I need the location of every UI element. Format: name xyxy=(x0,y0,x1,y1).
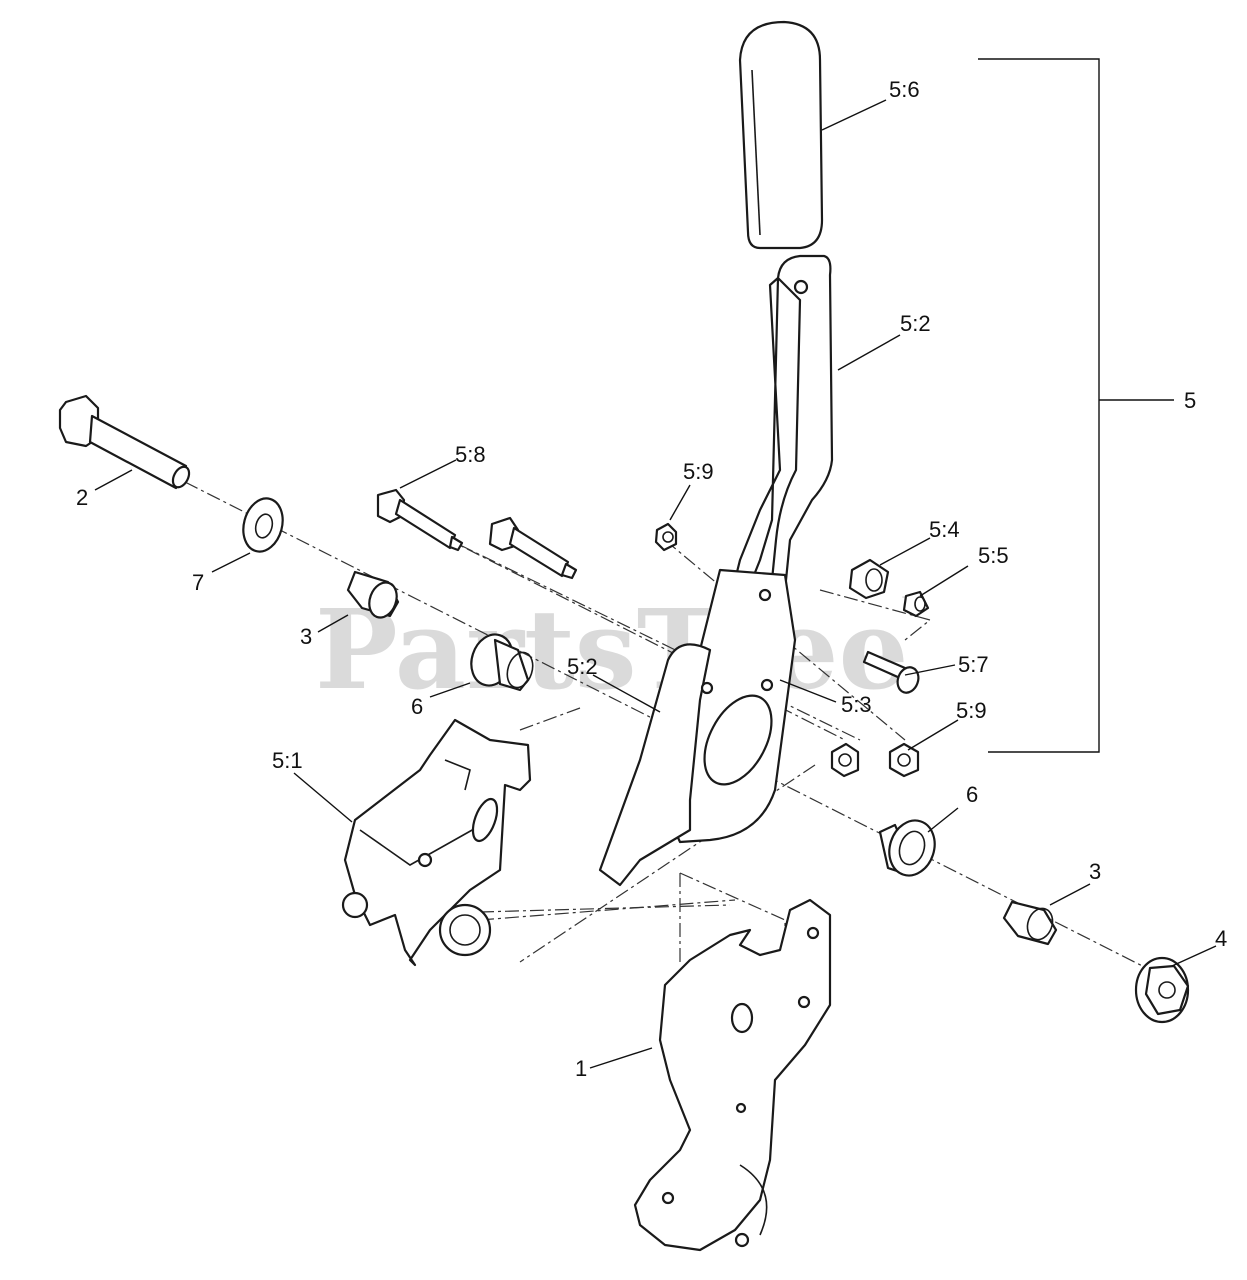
callout-6-left: 6 xyxy=(411,694,423,719)
spacer-right-part xyxy=(1002,900,1058,946)
callout-5-7: 5:7 xyxy=(958,652,989,677)
washer-part xyxy=(242,497,284,553)
bushing-5-4-part xyxy=(848,558,890,600)
callout-5-5: 5:5 xyxy=(978,543,1009,568)
callout-5-1: 5:1 xyxy=(272,748,303,773)
callout-6-right: 6 xyxy=(966,782,978,807)
pin-5-5-part xyxy=(902,590,930,618)
bushing-right-part xyxy=(878,819,936,877)
callout-5-2-upper: 5:2 xyxy=(900,311,931,336)
callout-1: 1 xyxy=(575,1056,587,1081)
callout-5-6: 5:6 xyxy=(889,77,920,102)
spacer-left-part xyxy=(346,570,400,619)
flange-nut-1-part xyxy=(830,742,860,778)
pivot-plate-part xyxy=(598,568,797,887)
callout-5: 5 xyxy=(1184,388,1196,413)
callout-5-8: 5:8 xyxy=(455,442,486,467)
assembly-5-bracket xyxy=(978,58,1174,753)
bushing-left-part xyxy=(470,633,534,692)
leader-lines xyxy=(94,99,1217,1069)
callout-2: 2 xyxy=(76,485,88,510)
callout-5-9-lower: 5:9 xyxy=(956,698,987,723)
grip-part xyxy=(738,20,824,250)
watermark-text: PartsTree xyxy=(315,585,909,714)
small-nut-top-part xyxy=(654,522,678,552)
flange-nut-2-part xyxy=(888,742,920,778)
callout-5-4: 5:4 xyxy=(929,517,960,542)
callout-5-9-upper: 5:9 xyxy=(683,459,714,484)
mount-bracket-part xyxy=(341,718,532,967)
callout-5-2-lower: 5:2 xyxy=(567,654,598,679)
callout-7: 7 xyxy=(192,570,204,595)
callout-3-right: 3 xyxy=(1089,859,1101,884)
hex-bolt-part xyxy=(58,394,191,490)
base-plate-part xyxy=(633,898,832,1252)
shoulder-bolt-2-part xyxy=(488,516,578,580)
flange-nut-4-part xyxy=(1134,956,1190,1024)
shoulder-bolt-1-part xyxy=(376,488,464,552)
callout-5-3: 5:3 xyxy=(841,692,872,717)
callout-labels: 5:6 5:2 5 5:8 5:9 2 5:4 5:5 7 3 5:7 5:2 … xyxy=(76,77,1227,1081)
callout-3-left: 3 xyxy=(300,624,312,649)
callout-4: 4 xyxy=(1215,926,1227,951)
